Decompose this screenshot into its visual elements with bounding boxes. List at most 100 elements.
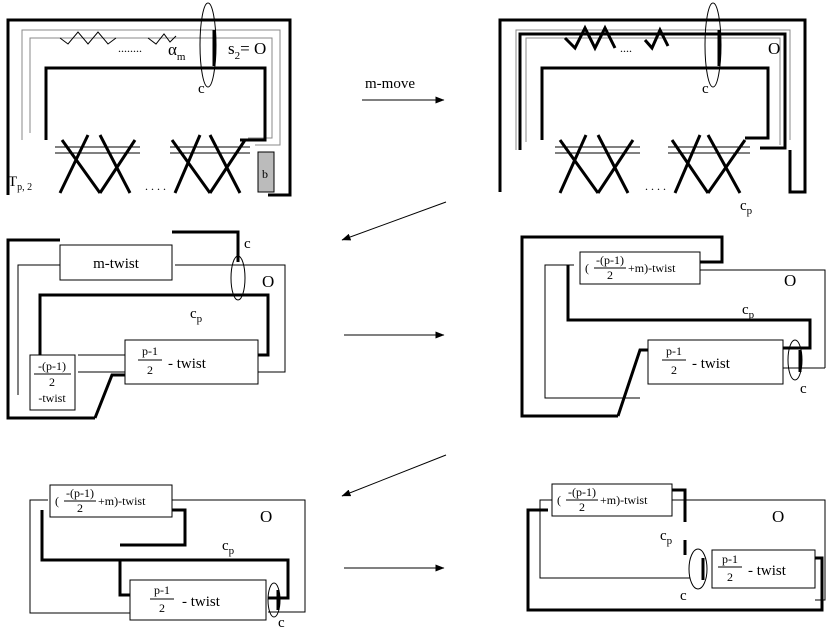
panel2-dots-bottom: . . . . (645, 179, 666, 193)
panel1-c-label: c (198, 81, 205, 97)
panel5-c-loop (267, 582, 281, 618)
panel-6: ( -(p-1) 2 +m)-twist p-1 2 - twist c O c… (526, 483, 826, 612)
panel2-band (515, 29, 791, 150)
panel3-c-label: c (244, 236, 251, 252)
panel4-box-bottom (647, 339, 784, 385)
panel-1: b c ........ . . . . αm s2= O Tp, 2 (6, 2, 292, 197)
panel3-box-left-num: -(p-1) (38, 359, 66, 373)
panel4-cp-label: cp (742, 302, 755, 321)
panel4-c-loop (787, 339, 803, 381)
panel5-gray-loop (29, 499, 306, 614)
panel-4: ( -(p-1) 2 +m)-twist p-1 2 - twist c O c… (520, 235, 826, 418)
panel2-cross-lines (555, 146, 750, 154)
panel1-t-label: Tp, 2 (8, 174, 32, 193)
arrow-4 (341, 454, 447, 497)
panel4-box-top-rest: +m)-twist (628, 261, 676, 275)
panel4-box-top-den: 2 (607, 268, 613, 282)
panel1-alpha-label: αm (168, 40, 186, 63)
panel3-box-left-word: -twist (38, 391, 66, 405)
panel4-c-label: c (800, 381, 807, 397)
panel1-dots-bottom: . . . . (145, 179, 166, 193)
panel1-dots-top: ........ (118, 41, 142, 55)
panel5-box-bottom-num: p-1 (154, 583, 170, 597)
panel3-box-left-den: 2 (49, 375, 55, 389)
panel5-c-label: c (278, 615, 285, 629)
panel4-gray-loop (544, 264, 826, 399)
panel1-b-label: b (262, 167, 268, 181)
arrow1-label: m-move (365, 76, 415, 92)
panel1-zigzag (59, 31, 117, 45)
panel6-gray-loop (539, 499, 826, 601)
panel2-c-label: c (702, 81, 709, 97)
panel1-crossing-left (58, 134, 137, 194)
panel4-o-label: O (784, 271, 796, 290)
panel6-box-top-rest: +m)-twist (600, 493, 648, 507)
panel6-box-bottom-den: 2 (727, 570, 733, 584)
panel5-o-label: O (260, 507, 272, 526)
panel3-box-right-num: p-1 (142, 344, 158, 358)
panel1-c-loop (199, 2, 217, 88)
panel3-box-right (124, 339, 259, 385)
panel3-inner-strand (38, 293, 270, 395)
panel6-cp-label: cp (660, 528, 673, 547)
panel3-cp-label: cp (190, 306, 203, 325)
panel6-box-bottom-num: p-1 (722, 552, 738, 566)
panel6-c-loop (688, 548, 708, 590)
panel2-c-loop (704, 2, 722, 88)
panel4-outer-strand (520, 235, 724, 418)
panel3-outer-strand (6, 230, 240, 420)
panel2-inner-strand (540, 66, 770, 140)
arrow-2 (341, 201, 447, 241)
panel2-o-label: O (768, 39, 780, 58)
arrow-m-move: m-move (362, 76, 445, 104)
panel1-outer-strand (6, 18, 292, 197)
panel3-link-lines (78, 354, 125, 373)
panel2-zigzag (563, 24, 617, 52)
panel3-box-mtwist (59, 244, 173, 281)
panel6-box-top-den: 2 (579, 500, 585, 514)
panel2-zigzag-2 (643, 26, 670, 51)
panel3-box-right-den: 2 (147, 363, 153, 377)
panel1-b-box (257, 151, 275, 193)
panel2-band-strand (518, 32, 787, 150)
panel3-box-left (29, 354, 76, 411)
panel5-box-top-den: 2 (77, 501, 83, 515)
panel-3: m-twist -(p-1) 2 -twist p-1 2 - twist c … (6, 230, 286, 420)
panel1-s2-label: s2= O (228, 39, 266, 62)
panel3-gray-loop (17, 264, 286, 395)
panel5-box-bottom-den: 2 (159, 601, 165, 615)
panel1-cross-lines (55, 146, 250, 154)
panel1-zigzag-2 (147, 33, 177, 45)
panel6-box-bottom-word: - twist (748, 563, 787, 579)
panel3-box-right-word: - twist (168, 356, 207, 372)
panel4-box-bottom-num: p-1 (666, 344, 682, 358)
panel6-box-top-num: -(p-1) (568, 485, 596, 499)
panel4-box-top-text: ( (585, 261, 589, 275)
panel6-c-label: c (680, 588, 687, 604)
panel2-cp-label: cp (740, 198, 753, 217)
panel-2: c .... . . . . O cp (498, 2, 807, 217)
panel2-crossing-left (558, 134, 635, 194)
panel3-o-label: O (262, 272, 274, 291)
panel2-crossing-right (670, 134, 747, 194)
panel3-box-mtwist-label: m-twist (93, 256, 140, 272)
panel6-box-bottom (711, 549, 816, 589)
panel4-box-bottom-den: 2 (671, 363, 677, 377)
panel4-box-top-num: -(p-1) (596, 253, 624, 267)
panel1-crossing-right (170, 134, 247, 194)
panel1-inner-strand (44, 66, 267, 142)
panel6-outer-strand (526, 488, 824, 612)
panel2-outer-strand (498, 18, 807, 194)
panel4-box-bottom-word: - twist (692, 356, 731, 372)
panel3-c-loop (230, 255, 246, 301)
panel-5: ( -(p-1) 2 +m)-twist p-1 2 - twist c O c… (29, 484, 306, 629)
panel5-box-bottom-word: - twist (182, 594, 221, 610)
panel5-box-top-num: -(p-1) (66, 486, 94, 500)
panel3-diagonal-strand (93, 373, 125, 419)
panel2-dots-top: .... (620, 41, 632, 55)
panel5-box-bottom (129, 579, 267, 621)
panel6-box-top-text: ( (557, 493, 561, 507)
panel5-box-top-rest: +m)-twist (98, 494, 146, 508)
panel5-box-top-text: ( (55, 494, 59, 508)
